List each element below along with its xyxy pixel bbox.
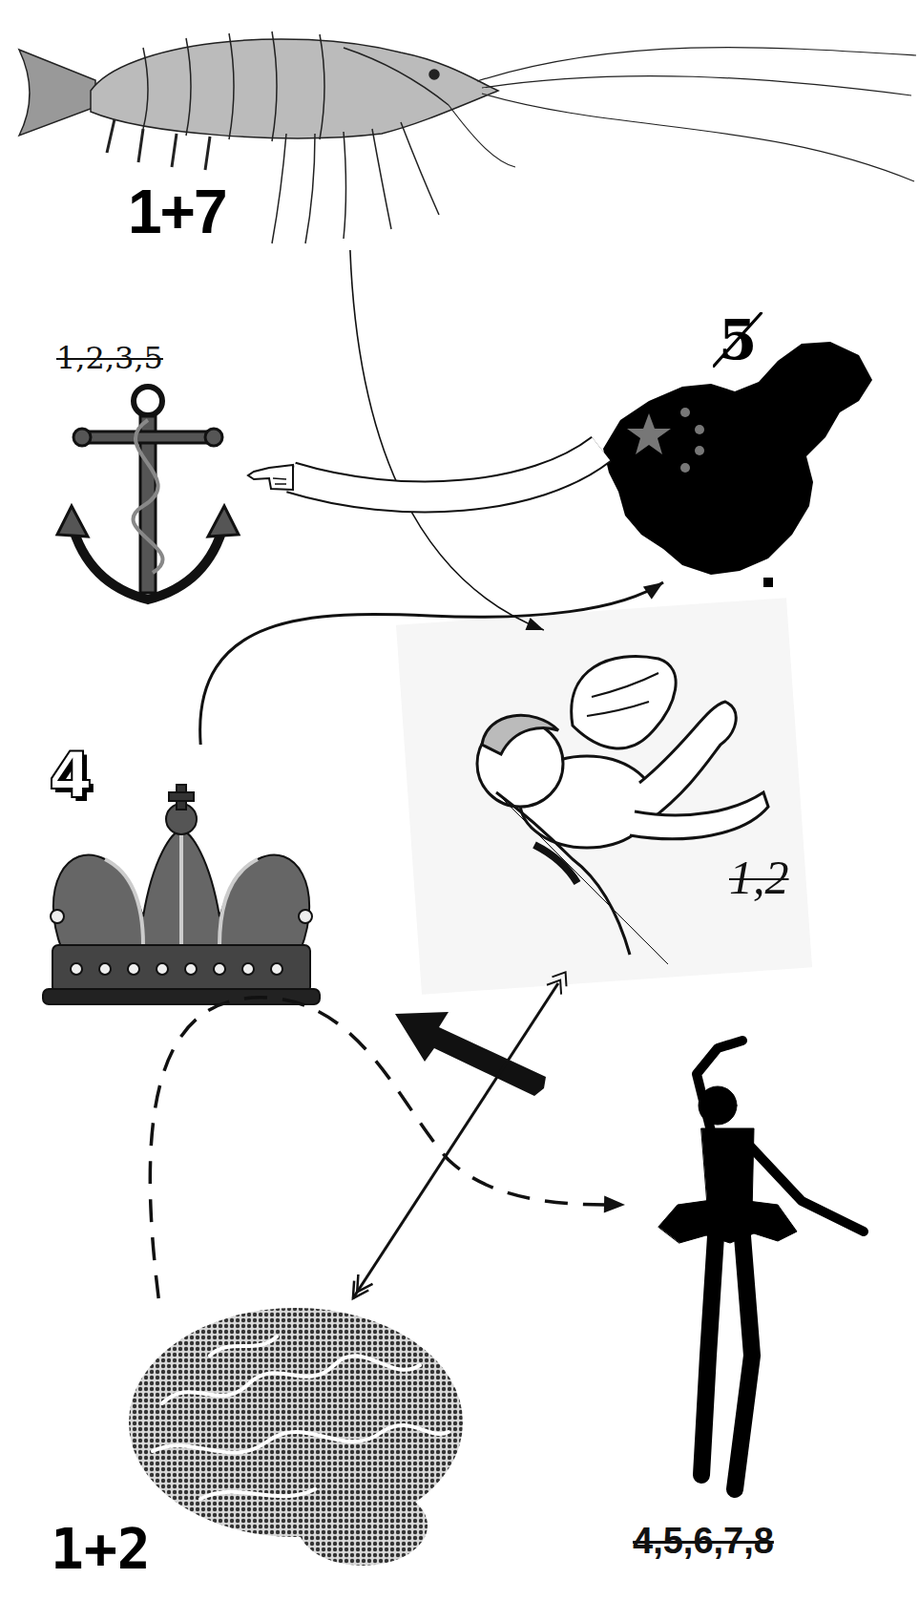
anchor-picture: [57, 386, 239, 600]
cupid-picture: [396, 597, 813, 995]
china-map: [603, 341, 873, 587]
connector-part: [525, 617, 544, 630]
pointing-hand: [248, 448, 602, 497]
callout-number: 4: [48, 744, 93, 808]
brush-arrow: [395, 1011, 546, 1096]
connector-part: [291, 448, 602, 497]
connector-part: [353, 982, 559, 1298]
callout-number: 1+7: [127, 181, 227, 243]
callout-number: 1,2: [729, 853, 790, 901]
connector-part: [353, 1274, 374, 1298]
connector-part: [149, 997, 616, 1298]
crown-node: 4: [25, 744, 341, 1012]
connector-part: [546, 971, 567, 994]
callout-number: 5: [712, 312, 763, 368]
crown-picture: [42, 784, 320, 1004]
brain-picture: [128, 1307, 463, 1566]
cupid-arrow: [353, 971, 567, 1298]
callout-number: 1,2,3,5: [56, 342, 164, 374]
dashed-arrow: [149, 997, 626, 1298]
connector-part: [200, 582, 664, 745]
curved-arrow: [350, 250, 544, 630]
ballerina-silhouette: [658, 1040, 864, 1489]
connector-part: [643, 582, 664, 600]
callout-number: 1+2: [50, 1521, 151, 1577]
connector-part: [291, 448, 602, 497]
connector-part: [248, 464, 293, 490]
callout-number: 4,5,6,7,8: [632, 1522, 774, 1559]
ballerina-node: 4,5,6,7,8: [625, 1025, 874, 1570]
shrimp-node: 1+7: [19, 0, 917, 251]
shrimp-picture: [19, 31, 917, 244]
connector-part: [272, 478, 287, 484]
curved-arrow: [200, 582, 664, 745]
cupid-node: 1,2: [419, 629, 831, 983]
anchor-node: 1,2,3,5: [52, 338, 249, 616]
connector-part: [350, 250, 544, 630]
china-node: 5: [601, 310, 878, 583]
brain-node: 1+2: [47, 1297, 468, 1596]
connector-part: [604, 1194, 626, 1212]
